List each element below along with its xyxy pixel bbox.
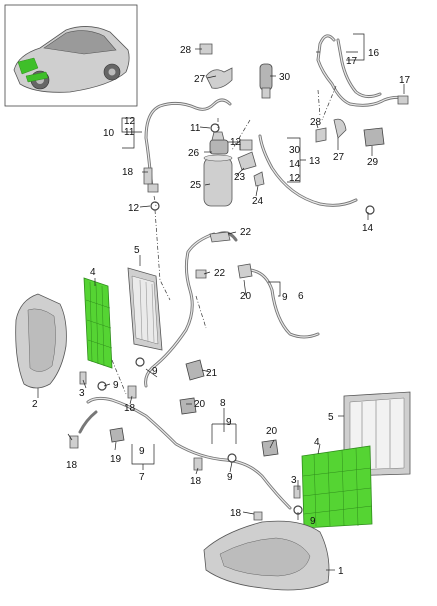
- callout-1: 1: [338, 566, 344, 577]
- upper-pipe-assembly: [144, 34, 406, 207]
- callout-21: 21: [206, 368, 218, 379]
- callout-24: 24: [252, 196, 264, 207]
- leader-lines: [37, 33, 405, 571]
- callout-25: 25: [190, 180, 202, 191]
- callout-4: 4: [90, 267, 96, 278]
- callout-9: 9: [282, 292, 288, 303]
- callout-9: 9: [226, 417, 232, 428]
- callout-23: 23: [234, 172, 246, 183]
- callout-9: 9: [227, 472, 233, 483]
- callout-18: 18: [190, 476, 202, 487]
- callout-20: 20: [194, 399, 206, 410]
- callout-9: 9: [113, 380, 119, 391]
- callout-9: 9: [139, 446, 145, 457]
- callout-13: 13: [309, 156, 321, 167]
- callout-12: 12: [230, 137, 242, 148]
- callout-5: 5: [134, 245, 140, 256]
- callout-9: 9: [152, 366, 158, 377]
- callout-5: 5: [328, 412, 334, 423]
- callout-29: 29: [367, 157, 379, 168]
- callout-6: 6: [298, 291, 304, 302]
- upper-small-parts: [143, 43, 409, 215]
- callout-11: 11: [190, 123, 201, 134]
- car-thumbnail: [4, 4, 138, 107]
- callout-19: 19: [110, 454, 122, 465]
- connection-lines: [111, 85, 337, 395]
- callout-18: 18: [230, 508, 242, 519]
- callout-30: 30: [279, 72, 291, 83]
- callout-17: 17: [399, 75, 411, 86]
- callout-7: 7: [139, 472, 145, 483]
- right-air-duct: [203, 520, 330, 591]
- callout-22: 22: [240, 227, 252, 238]
- callout-27: 27: [333, 152, 345, 163]
- callout-4: 4: [314, 437, 320, 448]
- callout-18: 18: [66, 460, 78, 471]
- callout-27: 27: [194, 74, 206, 85]
- callout-14: 14: [362, 223, 374, 234]
- callout-30: 30: [289, 145, 301, 156]
- callout-28: 28: [180, 45, 192, 56]
- callout-11: 11: [124, 127, 135, 138]
- callout-20: 20: [240, 291, 252, 302]
- callout-28: 28: [310, 117, 322, 128]
- receiver-dryer: [203, 131, 233, 207]
- right-condenser-assembly: [301, 391, 411, 529]
- callout-26: 26: [188, 148, 200, 159]
- callout-16: 16: [368, 48, 380, 59]
- left-condenser-assembly: [83, 267, 163, 369]
- callout-14: 14: [289, 159, 301, 170]
- callout-20: 20: [266, 426, 278, 437]
- callout-12: 12: [124, 116, 136, 127]
- left-air-duct: [15, 293, 67, 389]
- callout-2: 2: [32, 399, 38, 410]
- callout-10: 10: [103, 128, 115, 139]
- callout-12: 12: [128, 203, 140, 214]
- callout-3: 3: [291, 475, 297, 486]
- middle-pipe-assembly: [78, 231, 320, 510]
- callout-18: 18: [124, 403, 136, 414]
- callout-12: 12: [289, 173, 301, 184]
- callout-8: 8: [220, 398, 226, 409]
- callout-labels: 1 2 3 3 4 4 5 5 6 7 8 9 9 9 9 9 9 9 10 1…: [32, 45, 411, 577]
- callout-3: 3: [79, 388, 85, 399]
- callout-17: 17: [346, 56, 358, 67]
- callout-22: 22: [214, 268, 226, 279]
- callout-18: 18: [122, 167, 134, 178]
- callout-9: 9: [310, 516, 316, 527]
